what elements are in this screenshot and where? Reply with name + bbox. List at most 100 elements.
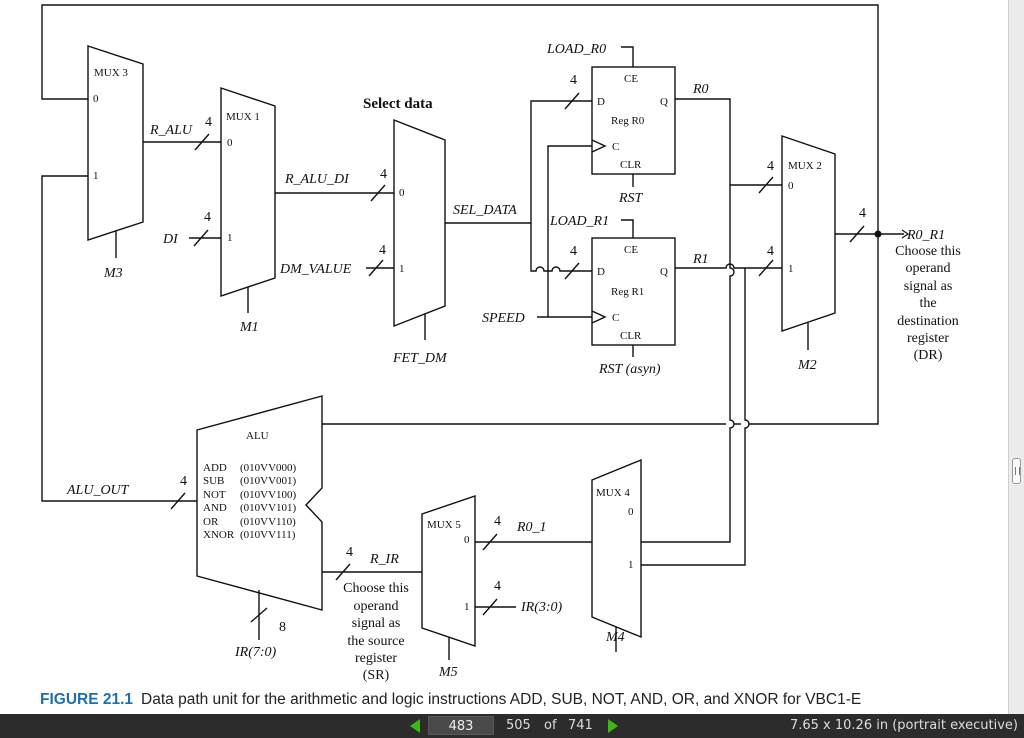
select-m3: M3 xyxy=(103,266,123,281)
signal-load-r0: LOAD_R0 xyxy=(546,42,606,57)
mux5-block xyxy=(421,495,476,647)
mux1-port-1: 1 xyxy=(227,232,233,244)
sr-note-line: operand xyxy=(353,599,398,614)
wire-load-r0 xyxy=(621,46,634,67)
mux3-port-1: 1 xyxy=(93,170,99,182)
signal-dm-value: DM_VALUE xyxy=(279,262,352,277)
signal-r-ir: R_IR xyxy=(369,552,399,567)
mux2-port-0: 0 xyxy=(788,180,794,192)
select-m4: M4 xyxy=(605,630,625,645)
alu-op-code: (010VV110) xyxy=(240,516,296,528)
page-label: 505 xyxy=(506,718,531,733)
dr-note-line: Choose this xyxy=(895,244,961,259)
wire-top-feedback xyxy=(41,4,879,232)
alu-op-code: (010VV111) xyxy=(240,529,296,541)
scrollbar-thumb[interactable] xyxy=(1012,458,1021,484)
bus-width-mux2-out: 4 xyxy=(859,206,866,221)
signal-r0: R0 xyxy=(692,82,709,97)
next-page-icon[interactable] xyxy=(608,719,618,733)
signal-di: DI xyxy=(162,232,179,247)
sr-note-line: (SR) xyxy=(363,668,390,683)
mux4-port-1: 1 xyxy=(628,559,634,571)
bus-width-r-alu: 4 xyxy=(205,115,212,130)
vertical-scrollbar[interactable] xyxy=(1008,0,1024,714)
r1-clock-mark xyxy=(591,310,607,324)
sr-note-line: Choose this xyxy=(343,581,409,596)
r0-c-port: C xyxy=(612,141,619,153)
r1-c-port: C xyxy=(612,312,619,324)
signal-alu-out: ALU_OUT xyxy=(66,483,130,498)
wire-load-r1 xyxy=(621,219,634,238)
page-size-label: 7.65 x 10.26 in (portrait executive) xyxy=(789,718,1018,733)
mux4-label: MUX 4 xyxy=(596,487,630,499)
mux3-port-0: 0 xyxy=(93,93,99,105)
page-of-label: of xyxy=(544,718,557,733)
alu-op-name: OR xyxy=(203,516,219,528)
alu-op-name: XNOR xyxy=(203,529,235,541)
bus-width-r1-mux2: 4 xyxy=(767,244,774,259)
prev-page-icon[interactable] xyxy=(410,719,420,733)
document-page: MUX 3 MUX 1 MUX 2 MUX 4 MUX 5 ALU Reg R0… xyxy=(0,0,1008,714)
dr-note-line: destination xyxy=(897,314,958,329)
alu-op-code: (010VV101) xyxy=(240,502,297,514)
bus-width-ir-3-0: 4 xyxy=(494,579,501,594)
mux1-port-0: 0 xyxy=(227,137,233,149)
signal-load-r1: LOAD_R1 xyxy=(549,214,609,229)
figure-caption-text: Data path unit for the arithmetic and lo… xyxy=(141,691,862,708)
datapath-diagram: MUX 3 MUX 1 MUX 2 MUX 4 MUX 5 ALU Reg R0… xyxy=(41,4,961,683)
page-number-input[interactable]: 483 xyxy=(428,716,494,735)
mux1-block xyxy=(220,87,276,297)
dr-note-line: (DR) xyxy=(914,348,943,363)
dr-note-line: register xyxy=(907,331,949,346)
bus-width-r0-d: 4 xyxy=(570,73,577,88)
mux3-label: MUX 3 xyxy=(94,67,128,79)
alu-op-name: AND xyxy=(203,502,227,514)
selmux-port-0: 0 xyxy=(399,187,405,199)
signal-rst-asyn: RST (asyn) xyxy=(598,362,661,377)
sr-note-line: signal as xyxy=(352,616,401,631)
selmux-port-1: 1 xyxy=(399,263,405,275)
select-data-heading: Select data xyxy=(363,96,433,112)
reg-r1-label: Reg R1 xyxy=(611,286,644,298)
dr-note-line: operand xyxy=(905,261,950,276)
alu-label: ALU xyxy=(246,430,269,442)
wire-to-r1-d xyxy=(530,223,592,272)
select-m5: M5 xyxy=(438,665,458,680)
alu-ops-table: ADD (010VV000) SUB (010VV001) NOT (010VV… xyxy=(203,462,297,541)
select-m2: M2 xyxy=(797,358,817,373)
mux4-port-0: 0 xyxy=(628,506,634,518)
sr-note-line: register xyxy=(355,651,397,666)
select-data-mux-block xyxy=(393,118,446,328)
reg-r0-label: Reg R0 xyxy=(611,115,645,127)
r0-ce-port: CE xyxy=(624,73,638,85)
mux5-label: MUX 5 xyxy=(427,519,461,531)
mux2-block xyxy=(781,135,836,332)
bus-width-alu-out: 4 xyxy=(180,474,187,489)
alu-op-code: (010VV001) xyxy=(240,475,297,487)
alu-op-code: (010VV000) xyxy=(240,462,297,474)
sr-note-line: the source xyxy=(347,634,404,649)
signal-ir-3-0: IR(3:0) xyxy=(520,600,563,615)
wire-to-r0-d xyxy=(530,100,592,223)
r0-clr-port: CLR xyxy=(620,159,642,171)
bus-width-r1-d: 4 xyxy=(570,244,577,259)
mux4-block xyxy=(591,458,642,639)
junction-dot xyxy=(874,230,882,238)
wire-alu-out xyxy=(41,175,197,502)
bus-width-dm-value: 4 xyxy=(379,243,386,258)
wire-clock-branch xyxy=(547,145,592,317)
signal-r-alu: R_ALU xyxy=(149,123,193,138)
r0-q-port: Q xyxy=(660,96,668,108)
r0-clock-mark xyxy=(591,139,607,153)
mux2-port-1: 1 xyxy=(788,263,794,275)
wire-r0-down xyxy=(641,185,735,543)
wire-r1-down xyxy=(641,268,750,566)
signal-ir-7-0: IR(7:0) xyxy=(234,645,277,660)
bus-width-r0-1: 4 xyxy=(494,514,501,529)
r1-clr-port: CLR xyxy=(620,330,642,342)
r0-d-port: D xyxy=(597,96,605,108)
alu-op-code: (010VV100) xyxy=(240,489,297,501)
mux5-port-0: 0 xyxy=(464,534,470,546)
signal-r1: R1 xyxy=(692,252,709,267)
select-fet-dm: FET_DM xyxy=(392,351,448,366)
